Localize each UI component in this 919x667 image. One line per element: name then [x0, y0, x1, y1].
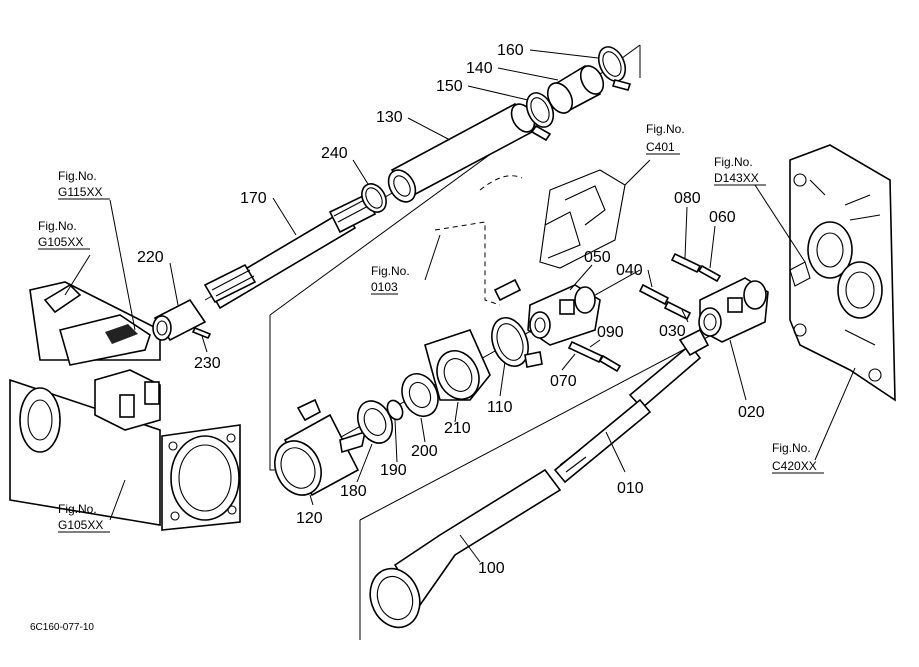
fig-ref-g105-lower: G105XX — [58, 518, 103, 532]
fig-ref-0103: 0103 — [371, 280, 398, 294]
o-ring-240 — [361, 183, 387, 213]
tube-130 — [387, 102, 536, 203]
shaft-cover-100 — [369, 468, 562, 629]
bearing-200 — [401, 373, 439, 417]
figure-reference-labels: Fig.No. G115XX Fig.No. G105XX Fig.No. G1… — [38, 122, 817, 532]
part-label-020: 020 — [738, 404, 765, 421]
pin-080 — [670, 252, 702, 274]
universal-joint-050 — [527, 284, 601, 346]
part-label-030: 030 — [659, 323, 686, 340]
part-label-220: 220 — [137, 249, 164, 266]
part-label-160: 160 — [497, 42, 524, 59]
fig-ref-c420: C420XX — [772, 459, 817, 473]
part-label-110: 110 — [487, 399, 513, 416]
boot-140 — [546, 64, 605, 114]
part-label-140: 140 — [466, 60, 493, 77]
fig-label-g105-upper: Fig.No. — [38, 219, 77, 233]
leader-lines — [64, 49, 856, 563]
part-label-050: 050 — [584, 249, 611, 266]
part-label-130: 130 — [376, 109, 403, 126]
fig-ref-d143: D143XX — [714, 171, 759, 185]
clamp-160 — [597, 46, 632, 91]
fig-label-0103: Fig.No. — [371, 264, 410, 278]
drawing-code: 6C160-077-10 — [30, 622, 94, 633]
fig-label-d143: Fig.No. — [714, 155, 753, 169]
pin-040 — [638, 283, 670, 306]
universal-joint-020 — [698, 277, 769, 343]
bracket-outline — [434, 169, 626, 306]
part-label-150: 150 — [436, 78, 463, 95]
housing-120 — [274, 398, 367, 497]
figure-reference-underlines — [38, 153, 824, 533]
part-label-170: 170 — [240, 190, 267, 207]
fig-ref-g105-upper: G105XX — [38, 235, 83, 249]
part-label-200: 200 — [411, 443, 438, 460]
part-label-090: 090 — [597, 324, 624, 341]
shaft-170 — [203, 193, 377, 310]
fig-label-g115: Fig.No. — [58, 169, 97, 183]
snap-ring-190 — [386, 399, 404, 421]
part-number-labels: 160 140 150 130 240 170 220 230 050 040 … — [137, 42, 765, 577]
part-label-100: 100 — [478, 560, 505, 577]
part-label-060: 060 — [709, 209, 736, 226]
pin-030 — [663, 300, 692, 321]
flange-housing-210 — [424, 329, 491, 401]
part-label-210: 210 — [444, 420, 471, 437]
part-label-040: 040 — [616, 262, 643, 279]
part-label-230: 230 — [194, 355, 221, 372]
sleeve-220 — [152, 298, 207, 342]
fig-ref-g115: G115XX — [58, 185, 102, 199]
part-label-120: 120 — [296, 510, 323, 527]
drive-shaft-010 — [553, 328, 710, 484]
part-label-190: 190 — [380, 462, 407, 479]
part-label-240: 240 — [321, 145, 348, 162]
clamp-150 — [525, 92, 555, 142]
fig-label-c401: Fig.No. — [646, 122, 685, 136]
transmission-case — [789, 144, 896, 402]
part-label-070: 070 — [550, 373, 577, 390]
front-axle-housing — [9, 281, 241, 531]
fig-ref-c401: C401 — [646, 140, 675, 154]
part-label-010: 010 — [617, 480, 644, 497]
part-label-180: 180 — [340, 483, 367, 500]
fig-label-g105-lower: Fig.No. — [58, 502, 97, 516]
pin-070 — [567, 340, 604, 364]
fig-label-c420: Fig.No. — [772, 441, 811, 455]
clamp-110 — [491, 316, 543, 368]
pin-060 — [697, 264, 722, 283]
pin-230 — [191, 326, 212, 340]
part-label-080: 080 — [674, 190, 701, 207]
pin-090 — [598, 354, 622, 373]
